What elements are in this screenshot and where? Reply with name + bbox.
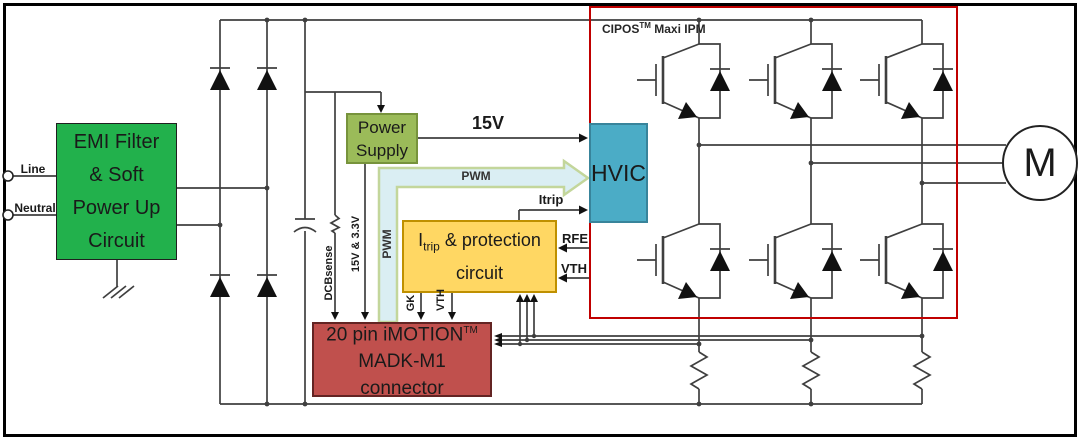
dc-bus-capacitor-icon <box>293 218 317 233</box>
vth-bottom-label: VTH <box>435 289 447 311</box>
inverter-leg-v <box>747 20 844 405</box>
inverter-leg-u <box>635 20 732 405</box>
dcbsense-label: DCBsense <box>323 245 335 301</box>
ground-icon <box>102 260 135 299</box>
15v-3v3-label: 15V & 3.3V <box>350 215 362 273</box>
motor-symbol: M <box>1002 125 1078 201</box>
rfe-label: RFE <box>562 231 588 246</box>
pwm-vertical-label: PWM <box>380 229 394 259</box>
pwm-horizontal-label: PWM <box>461 169 491 183</box>
neutral-label: Neutral <box>14 201 56 215</box>
neutral-terminal-icon <box>2 209 14 221</box>
itrip-protection-block: Itrip & protection circuit <box>402 220 557 293</box>
line-label: Line <box>20 162 46 176</box>
itrip-label: Itrip <box>538 192 564 207</box>
power-supply-block: Power Supply <box>346 113 418 164</box>
dcbsense-resistor-icon <box>329 214 341 234</box>
emi-filter-block: EMI Filter & Soft Power Up Circuit <box>56 123 177 260</box>
gk-label: GK <box>405 294 417 312</box>
vth-top-label: VTH <box>561 261 587 276</box>
madk-connector-block: 20 pin iMOTIONTM MADK-M1 connector <box>312 322 492 399</box>
15v-label: 15V <box>471 113 505 133</box>
junction-dots <box>217 17 925 407</box>
hvic-block: HVIC <box>589 123 648 223</box>
line-terminal-icon <box>2 170 14 182</box>
diagram-frame <box>3 3 1077 437</box>
inverter-leg-w <box>858 20 955 405</box>
